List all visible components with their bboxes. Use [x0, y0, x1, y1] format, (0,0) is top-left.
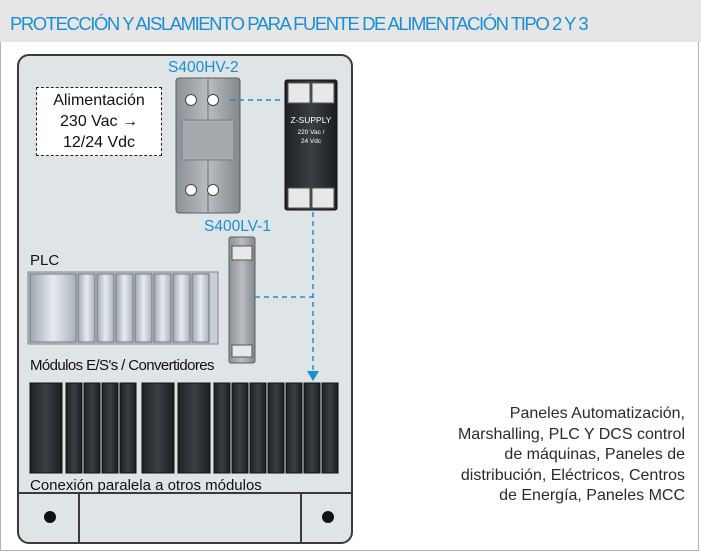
header-bar: PROTECCIÓN Y AISLAMIENTO PARA FUENTE DE …: [0, 0, 701, 42]
description-line3: de máquinas, Paneles de: [504, 446, 685, 463]
callout-line3: 12/24 Vdc: [62, 134, 136, 151]
callout-line2: 230 Vac →: [60, 113, 138, 130]
applications-description: Paneles Automatización, Marshalling, PLC…: [375, 404, 685, 507]
cabinet-base: [19, 492, 351, 542]
description-line1: Paneles Automatización,: [509, 405, 685, 422]
modules-label: Módulos E/S's / Convertidores: [30, 357, 218, 374]
connection-lines: [230, 99, 319, 381]
description-line4: distribución, Eléctricos, Centros: [460, 466, 685, 484]
callout-line1: Alimentación: [53, 92, 145, 109]
s400lv-1-label: S400LV-1: [204, 218, 271, 235]
io-modules-row: [29, 382, 339, 474]
description-line5: de Energía, Paneles MCC: [499, 487, 685, 504]
s400lv-1-device: [228, 236, 256, 364]
base-divider-right: [300, 494, 302, 542]
plc-label: PLC: [30, 252, 60, 269]
s400hv-2-device: [175, 77, 241, 214]
parallel-connection-label: Conexión paralela a otros módulos: [30, 477, 262, 494]
base-divider-left: [78, 494, 80, 542]
description-line2: Marshalling, PLC Y DCS control: [457, 425, 685, 443]
plc-rack: [27, 271, 219, 345]
z-supply-rating-line1: 220 Vac /: [298, 129, 325, 136]
z-supply-device: Z-SUPPLY 220 Vac / 24 Vdc: [284, 79, 338, 211]
s400hv-2-label: S400HV-2: [168, 59, 239, 76]
content-frame: [0, 42, 699, 551]
mounting-hole-right: [322, 511, 334, 523]
mounting-hole-left: [44, 511, 56, 523]
power-supply-callout: Alimentación 230 Vac → 12/24 Vdc: [36, 87, 162, 156]
z-supply-name: Z-SUPPLY: [291, 115, 332, 125]
z-supply-rating-line2: 24 Vdc: [301, 138, 322, 145]
page-title: PROTECCIÓN Y AISLAMIENTO PARA FUENTE DE …: [10, 13, 589, 34]
